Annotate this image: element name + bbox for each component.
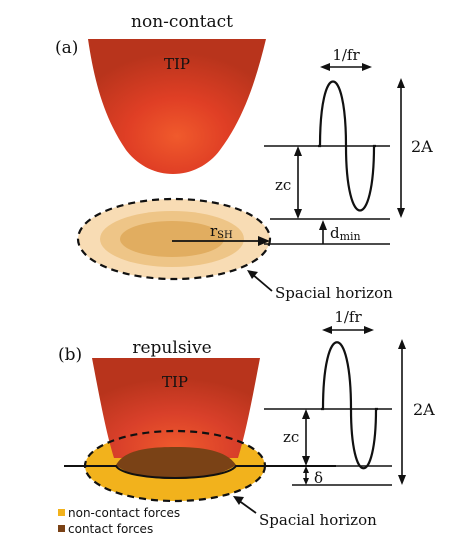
panel-b-mode-title: repulsive [132, 338, 211, 358]
delta-label-b: δ [314, 469, 323, 487]
period-arrowhead-right-b [364, 326, 374, 334]
dmin-label-a: dmin [330, 224, 361, 243]
horizon-boundary-a [76, 197, 272, 281]
legend-label-noncontact: non-contact forces [68, 506, 180, 520]
period-label-b: 1/fr [334, 308, 362, 326]
amplitude-label-a: 2A [411, 137, 433, 156]
zc-label-b: zc [283, 428, 299, 446]
legend: non-contact forces contact forces [58, 506, 180, 536]
horizon-pointer-b [237, 499, 257, 514]
horizon-label-b: Spacial horizon [259, 511, 377, 529]
amplitude-arrowhead-bottom-a [397, 208, 405, 218]
halo-core-a [120, 221, 224, 257]
amplitude-label-b: 2A [413, 400, 435, 419]
horizon-pointer-head-a [247, 270, 258, 279]
amplitude-arrowhead-top-b [398, 339, 406, 349]
tip-b-label: TIP [162, 373, 188, 391]
zc-arrowhead-top-b [302, 409, 310, 419]
horizon-pointer-head-b [233, 496, 244, 505]
legend-label-contact: contact forces [68, 522, 153, 536]
radius-label-a: rSH [210, 222, 233, 241]
horizon-pointer-a [251, 273, 273, 292]
period-arrowhead-left-b [322, 326, 332, 334]
dmin-arrowhead-a [319, 220, 327, 230]
tip-b [92, 358, 260, 458]
horizon-label-a: Spacial horizon [275, 284, 393, 302]
panel-a: (a) non-contact TIP rSH Spacial horizon … [55, 12, 433, 302]
legend-swatch-noncontact [58, 509, 65, 516]
amplitude-arrowhead-bottom-b [398, 475, 406, 485]
legend-swatch-contact [58, 525, 65, 532]
panel-b: (b) repulsive TIP Spacial horizon 1/fr 2… [58, 308, 435, 529]
panel-b-letter: (b) [58, 345, 82, 365]
delta-arrowhead-bottom-b [303, 478, 309, 485]
delta-arrowhead-top-b [303, 466, 309, 473]
amplitude-arrowhead-top-a [397, 78, 405, 88]
tip-a [88, 39, 266, 175]
period-arrowhead-left-a [320, 63, 330, 71]
panel-a-mode-title: non-contact [131, 12, 233, 32]
tip-a-label: TIP [164, 55, 190, 73]
zc-arrowhead-bottom-b [302, 456, 310, 466]
contact-region-b [116, 447, 236, 479]
period-arrowhead-right-a [362, 63, 372, 71]
radius-arrowhead-a [258, 236, 270, 246]
zc-arrowhead-bottom-a [294, 209, 302, 219]
period-label-a: 1/fr [332, 46, 360, 64]
zc-arrowhead-top-a [294, 146, 302, 156]
zc-label-a: zc [275, 176, 291, 194]
oscillation-wave-a [318, 80, 376, 212]
sample-surface-b [64, 465, 336, 479]
oscillation-wave-b [321, 341, 378, 470]
panel-a-letter: (a) [55, 38, 78, 58]
